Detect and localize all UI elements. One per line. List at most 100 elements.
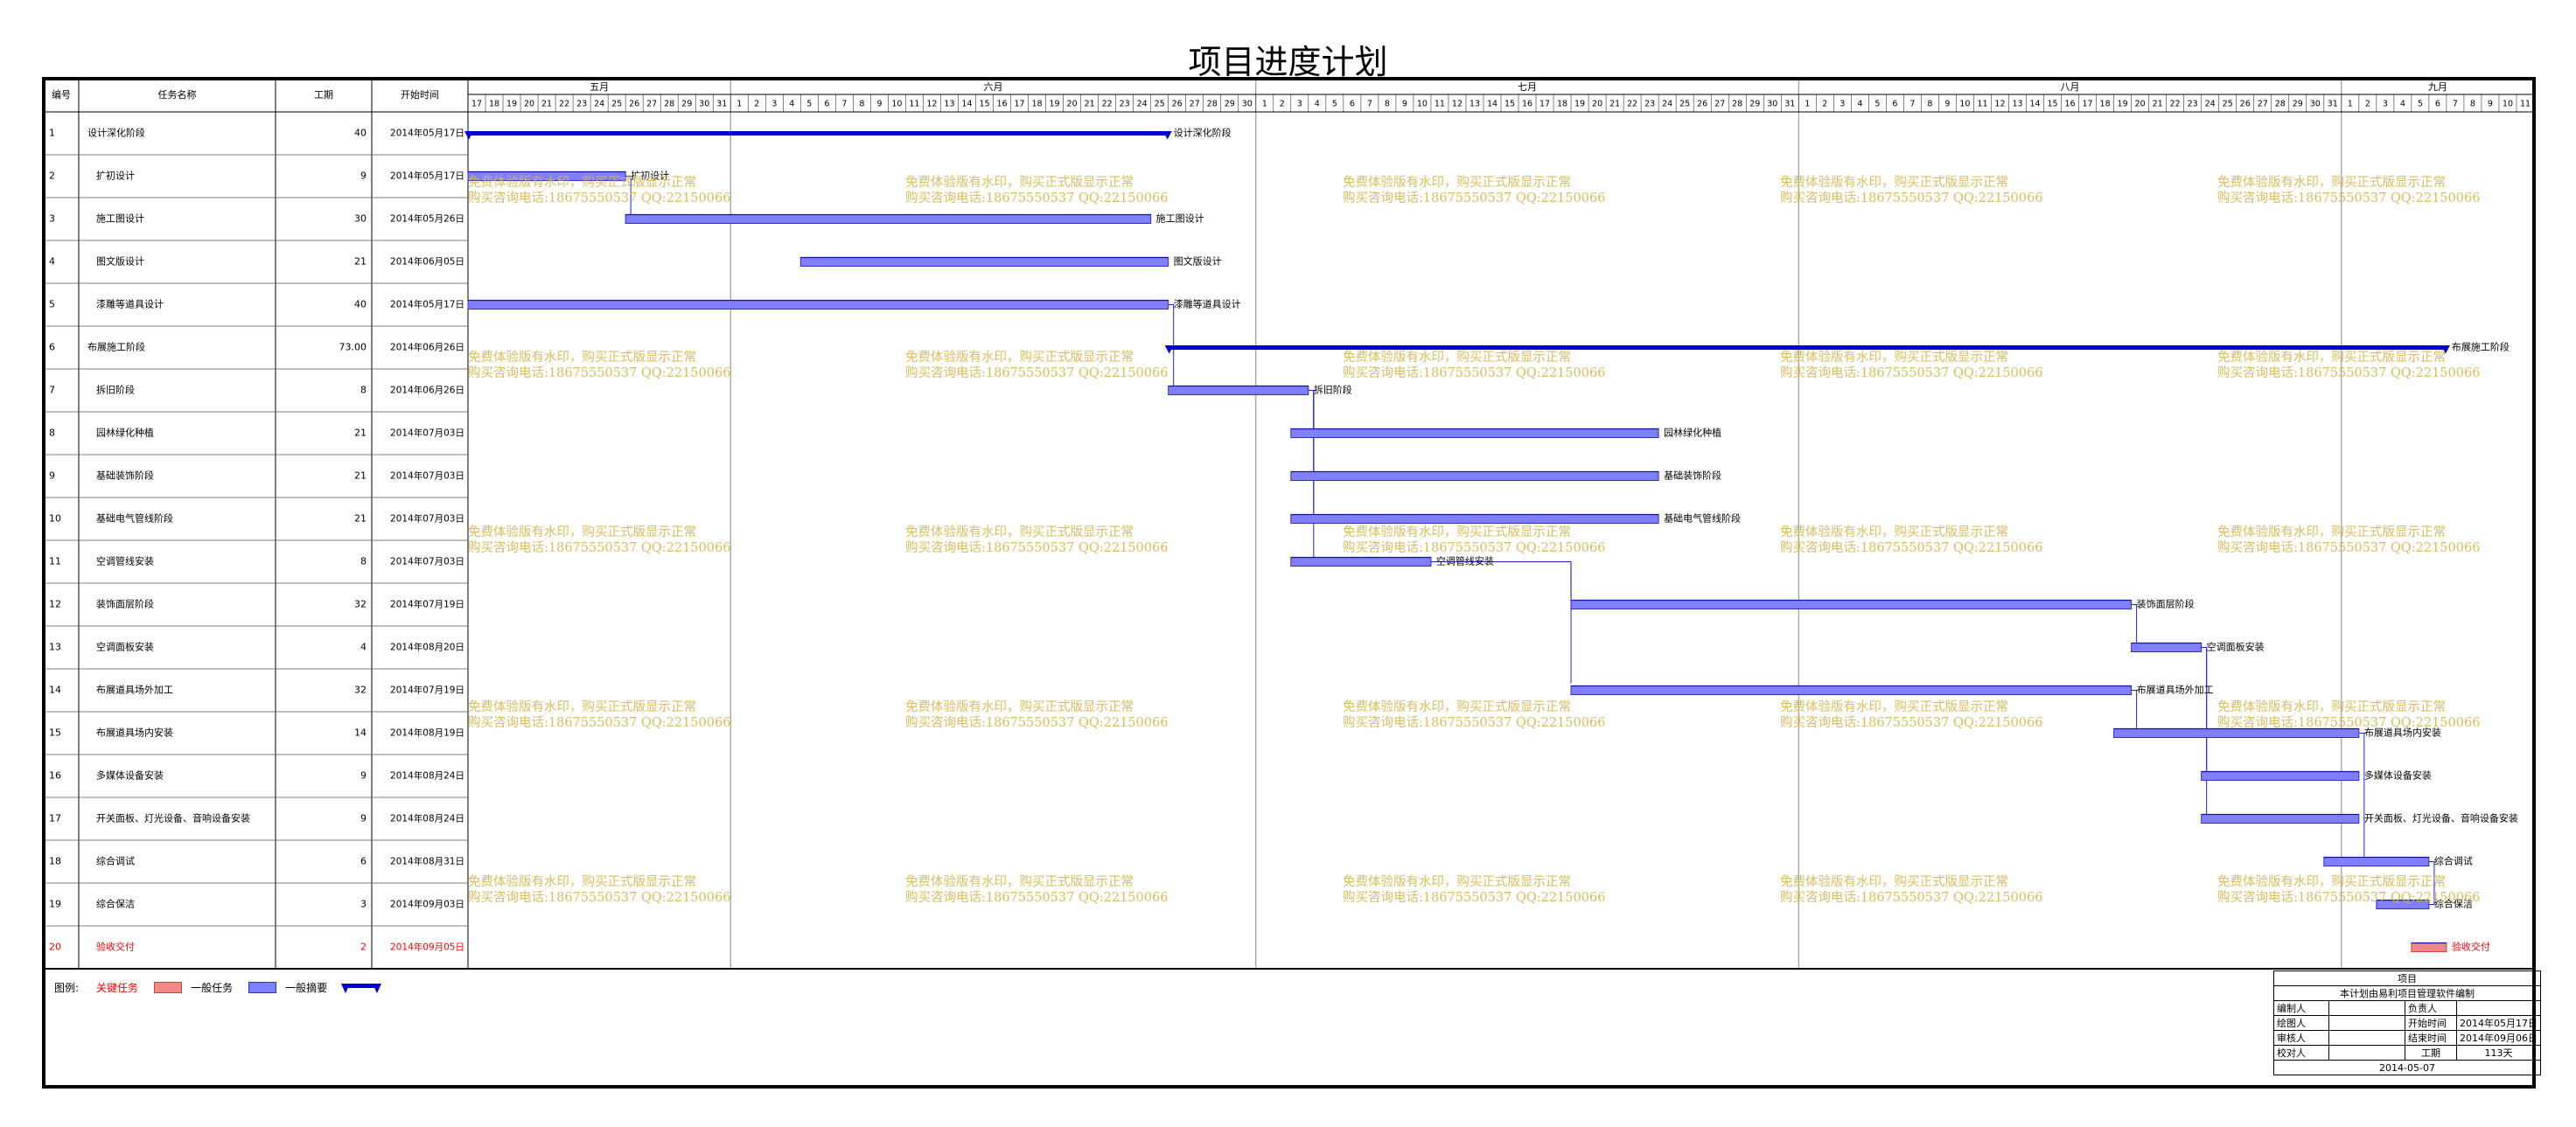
bar-label: 布展施工阶段 [2452,341,2510,353]
day-label: 16 [1522,100,1532,109]
task-name: 布展施工阶段 [87,341,145,353]
day-label: 9 [2488,100,2493,109]
legend-critical-swatch [154,982,183,993]
day-label: 8 [1927,100,1932,109]
task-name: 漆雕等道具设计 [96,298,164,310]
task-duration: 14 [354,727,367,739]
day-label: 19 [2118,100,2128,109]
dependency-line [2376,861,2435,905]
bar-label: 开关面板、灯光设备、音响设备安装 [2364,812,2518,824]
day-label: 30 [2310,100,2321,109]
task-bar [799,257,1169,267]
info-header: 项目 [2273,970,2541,986]
task-duration: 32 [354,685,367,696]
day-label: 10 [2503,100,2513,109]
task-id: 12 [49,599,61,610]
task-bar [2131,643,2203,652]
task-duration: 8 [360,556,367,567]
outer-frame [42,77,2536,1089]
task-start: 2014年09月03日 [390,899,464,910]
day-label: 20 [1067,100,1078,109]
legend-critical-label: 关键任务 [96,982,139,994]
day-label: 28 [1732,100,1742,109]
task-duration: 9 [360,770,367,782]
day-label: 7 [841,100,847,109]
info-editor-label: 编制人 [2273,1000,2329,1016]
dependency-line [1290,390,1315,434]
task-bar [2113,728,2360,738]
day-label: 12 [926,100,937,109]
day-label: 10 [1417,100,1428,109]
task-bar [2201,814,2360,824]
day-label: 13 [1470,100,1480,109]
info-reviewer-label: 审核人 [2273,1030,2329,1046]
day-label: 11 [2520,100,2531,109]
day-label: 23 [1120,100,1130,109]
month-label: 五月 [590,81,609,93]
day-label: 5 [1332,100,1337,109]
summary-cap-end [2440,345,2450,354]
bar-label: 漆雕等道具设计 [1174,298,1241,310]
dependency-line [1290,390,1315,519]
task-name: 基础电气管线阶段 [96,512,173,525]
task-name: 扩初设计 [96,170,135,182]
day-label: 9 [1402,100,1407,109]
task-duration: 9 [360,170,367,182]
task-duration: 4 [360,642,367,653]
info-start-label: 开始时间 [2405,1015,2457,1031]
month-label: 九月 [2428,81,2447,93]
day-label: 27 [2258,100,2268,109]
col-header-start: 开始时间 [401,88,439,101]
day-label: 14 [2029,100,2040,109]
day-label: 18 [2100,100,2111,109]
day-label: 1 [1262,100,1267,109]
day-label: 22 [559,100,569,109]
bar-label: 布展道具场内安装 [2364,727,2441,739]
day-label: 17 [1539,100,1550,109]
task-duration: 9 [360,813,367,824]
day-label: 22 [2170,100,2181,109]
task-id: 16 [49,770,61,782]
day-label: 2 [2365,100,2370,109]
task-bar [2411,943,2447,952]
day-label: 12 [1994,100,2005,109]
day-label: 29 [1225,100,1235,109]
legend-summary-label: 一般摘要 [285,982,328,994]
task-bar [1290,428,1659,438]
day-label: 3 [2383,100,2388,109]
day-label: 22 [1102,100,1113,109]
day-label: 6 [824,100,829,109]
task-name: 综合调试 [96,855,135,867]
col-header-duration: 工期 [314,89,333,101]
task-duration: 3 [360,899,367,910]
task-id: 1 [49,128,55,139]
bar-label: 园林绿化种植 [1664,427,1721,439]
day-label: 18 [1032,100,1043,109]
day-label: 16 [2065,100,2076,109]
day-label: 30 [699,100,709,109]
day-label: 9 [1944,100,1950,109]
day-label: 19 [506,100,517,109]
task-start: 2014年07月03日 [390,470,464,482]
task-bar [1290,514,1659,524]
info-reviewer-value [2328,1030,2405,1046]
day-label: 26 [1172,100,1183,109]
task-bar [2376,900,2430,909]
task-name: 装饰面层阶段 [96,598,154,610]
day-label: 30 [1242,100,1253,109]
dependency-line [2201,647,2208,776]
day-label: 6 [2435,100,2440,109]
task-id: 2 [49,170,55,182]
day-label: 24 [1137,100,1148,109]
task-start: 2014年07月19日 [390,599,464,610]
day-label: 3 [1840,100,1845,109]
task-duration: 73.00 [339,342,367,353]
task-start: 2014年05月26日 [390,213,464,225]
day-label: 6 [1350,100,1355,109]
task-start: 2014年06月26日 [390,385,464,396]
day-label: 15 [1504,100,1515,109]
month-label: 八月 [2061,81,2080,93]
bar-label: 拆旧阶段 [1314,384,1352,396]
bar-label: 设计深化阶段 [1174,127,1232,139]
